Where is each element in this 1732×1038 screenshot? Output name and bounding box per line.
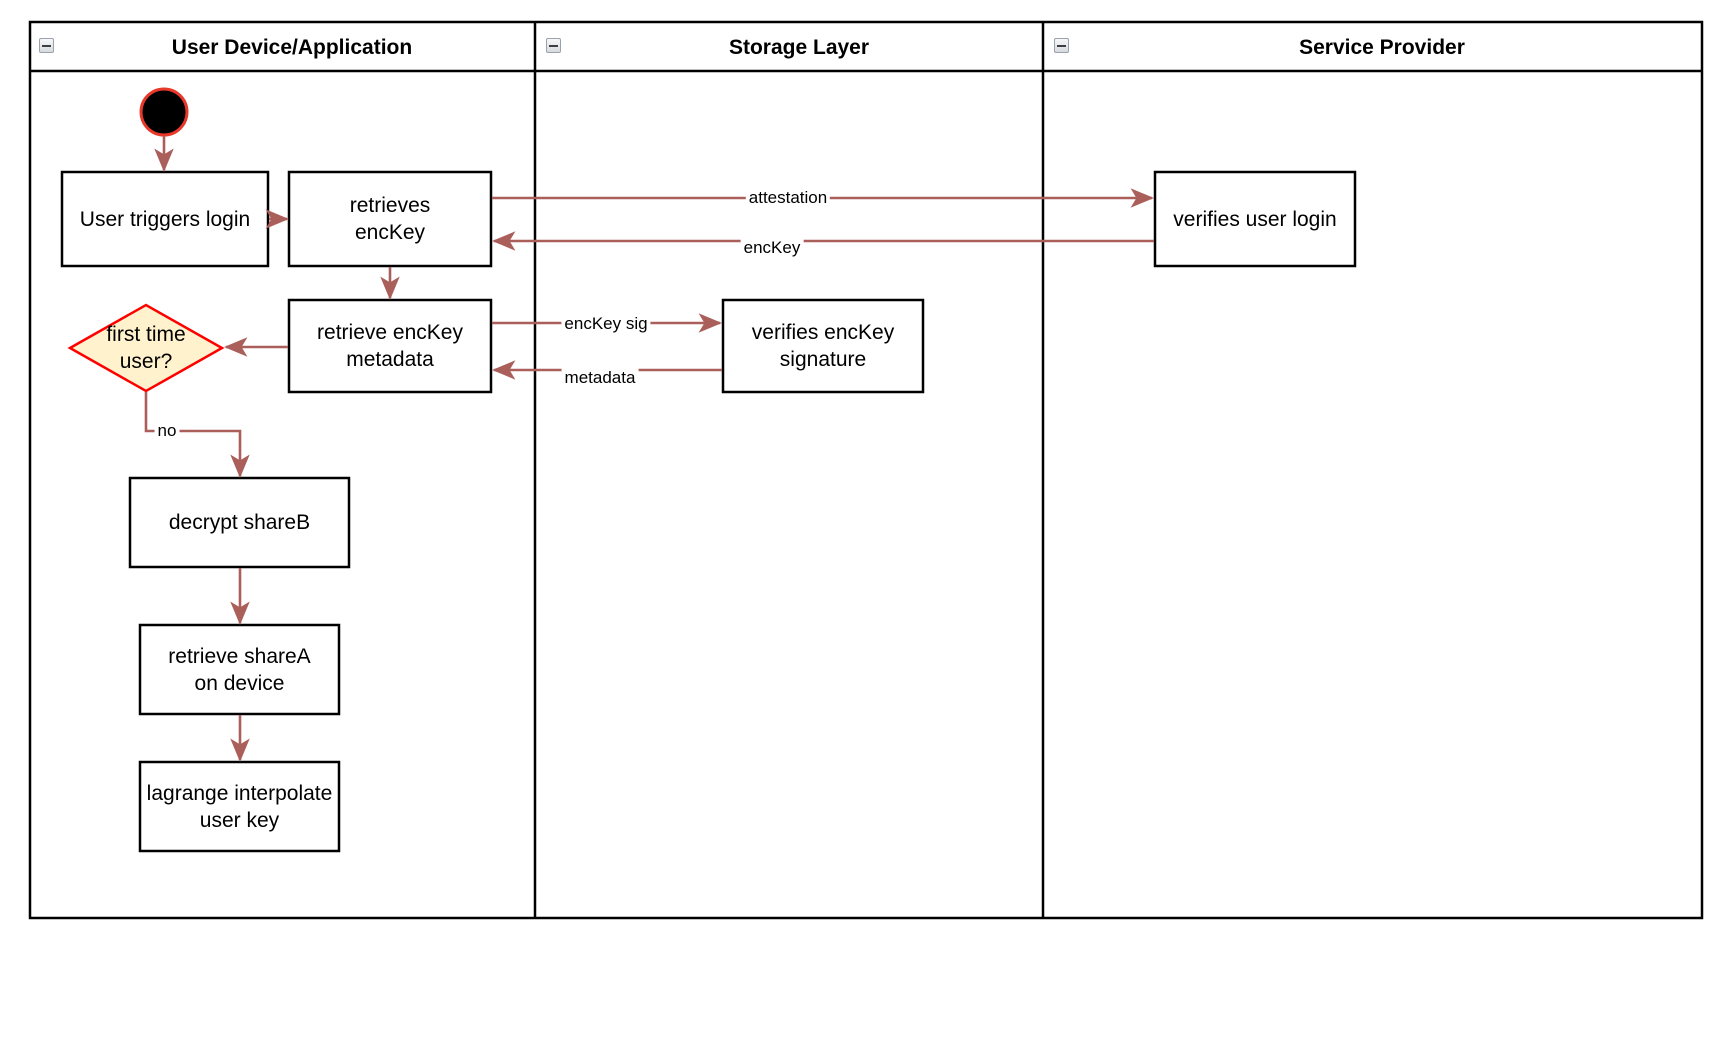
edge-decision-no-path <box>144 392 250 478</box>
node-verifies-enckey-signature-shape <box>721 298 925 394</box>
edge-label-enckey: encKey <box>740 238 804 258</box>
edge-label-no: no <box>154 421 180 441</box>
node-user-triggers-login-shape <box>60 170 270 268</box>
lane-title-storage: Storage Layer <box>728 36 870 59</box>
collapse-minus-icon-service-provider[interactable] <box>1054 38 1069 53</box>
node-shapes <box>60 87 1357 853</box>
node-start-shape <box>139 87 189 137</box>
lane-title-service-provider: Service Provider <box>1299 36 1465 59</box>
collapse-minus-icon-storage[interactable] <box>546 38 561 53</box>
edge-label-enckey-sig: encKey sig <box>561 314 651 334</box>
node-retrieves-enckey-shape <box>287 170 493 268</box>
node-verifies-user-login-shape <box>1153 170 1357 268</box>
node-retrieve-enckey-metadata-shape <box>287 298 493 394</box>
node-decrypt-shareb-shape <box>128 476 351 569</box>
node-retrieve-sharea-on-device-shape <box>138 623 341 716</box>
collapse-minus-icon-user-device[interactable] <box>39 38 54 53</box>
lane-title-user-device: User Device/Application <box>171 36 413 59</box>
node-lagrange-interpolate-user-key-shape <box>138 760 341 853</box>
edge-label-metadata: metadata <box>561 368 639 388</box>
edge-label-attestation: attestation <box>745 188 831 208</box>
node-first-time-user-shape <box>67 303 225 393</box>
